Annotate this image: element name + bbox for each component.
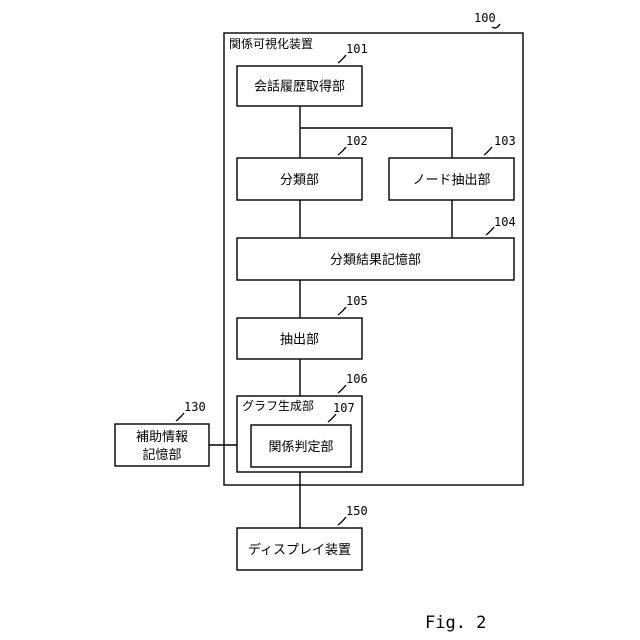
block-auxiliary-storage-label-line2: 記憶部 bbox=[142, 447, 181, 463]
block-extraction-label: 抽出部 bbox=[280, 333, 319, 348]
ref-130-leader bbox=[176, 413, 184, 421]
ref-150: 150 bbox=[346, 504, 368, 518]
block-conversation-history-label: 会話履歴取得部 bbox=[254, 79, 345, 95]
block-display-label: ディスプレイ装置 bbox=[248, 542, 351, 558]
ref-130: 130 bbox=[184, 400, 206, 414]
ref-101: 101 bbox=[346, 42, 368, 56]
ref-150-leader bbox=[338, 517, 346, 525]
ref-106: 106 bbox=[346, 372, 368, 386]
apparatus-label: 関係可視化装置 bbox=[229, 36, 313, 51]
block-graph-generation-label: グラフ生成部 bbox=[242, 398, 314, 413]
ref-104: 104 bbox=[494, 215, 516, 229]
apparatus-ref: 100 bbox=[474, 11, 496, 25]
block-relation-determination-label: 関係判定部 bbox=[268, 440, 333, 455]
ref-103: 103 bbox=[494, 134, 516, 148]
ref-102: 102 bbox=[346, 134, 368, 148]
figure-label: Fig. 2 bbox=[425, 613, 486, 633]
ref-107: 107 bbox=[333, 401, 355, 415]
block-auxiliary-storage-label-line1: 補助情報 bbox=[136, 430, 188, 445]
block-node-extraction-label: ノード抽出部 bbox=[412, 173, 490, 188]
block-classification-label: 分類部 bbox=[280, 173, 319, 188]
ref-105: 105 bbox=[346, 294, 368, 308]
block-classification-result-storage-label: 分類結果記憶部 bbox=[330, 252, 421, 268]
